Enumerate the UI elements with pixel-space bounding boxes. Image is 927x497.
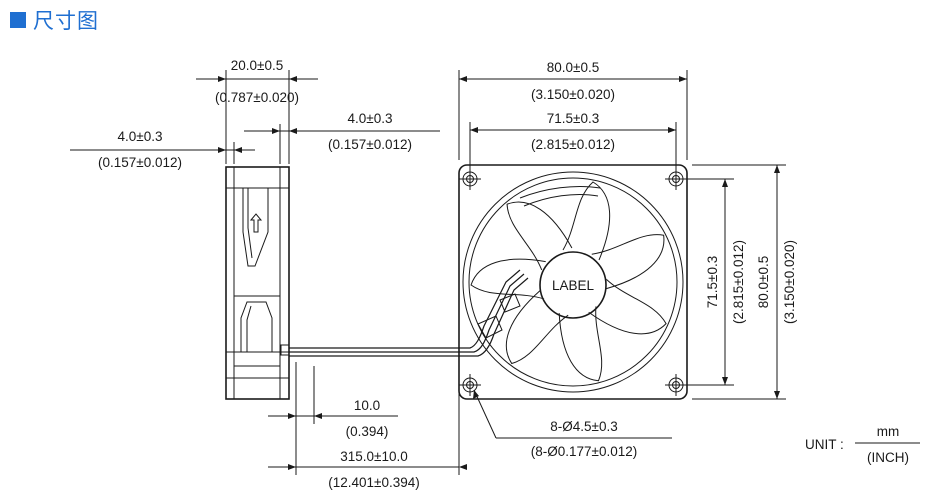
hole-pitch-height-dim-value: 71.5±0.3 xyxy=(705,256,720,308)
hole-pitch-width-dimension: 71.5±0.3 (2.815±0.012) xyxy=(469,111,677,168)
left-flange-dim-value: 4.0±0.3 xyxy=(118,129,163,144)
hole-pitch-height-dim-inch: (2.815±0.012) xyxy=(731,240,746,324)
overall-height-dimension: 80.0±0.5 (3.150±0.020) xyxy=(692,164,797,400)
lead-length-dim-value: 315.0±10.0 xyxy=(340,449,407,464)
fan-frame xyxy=(458,164,688,400)
overall-height-dim-inch: (3.150±0.020) xyxy=(782,240,797,324)
side-view: 20.0±0.5 (0.787±0.020) 4.0±0.3 (0.157±0.… xyxy=(70,58,467,490)
overall-height-dim-value: 80.0±0.5 xyxy=(756,256,771,308)
front-view: LABEL 80.0±0.5 (3.150±0.020) xyxy=(458,60,797,459)
side-wire-leads xyxy=(289,347,459,357)
unit-secondary: (INCH) xyxy=(867,450,909,465)
wire-offset-dimension: 10.0 (0.394) xyxy=(268,362,398,475)
impeller-blades xyxy=(470,181,667,382)
mounting-hole-icon xyxy=(665,374,687,396)
side-view-body xyxy=(225,166,290,400)
wire-offset-dim-value: 10.0 xyxy=(354,398,380,413)
airflow-arrow-icon xyxy=(249,213,263,233)
right-flange-dim-value: 4.0±0.3 xyxy=(348,111,393,126)
overall-width-dimension: 80.0±0.5 (3.150±0.020) xyxy=(458,60,688,160)
left-flange-dimension: 4.0±0.3 (0.157±0.012) xyxy=(70,129,255,170)
hole-dim-value: 8-Ø4.5±0.3 xyxy=(550,419,617,434)
mounting-hole-icon xyxy=(459,374,481,396)
width-dimension: 20.0±0.5 (0.787±0.020) xyxy=(196,58,318,164)
overall-width-dim-inch: (3.150±0.020) xyxy=(531,87,615,102)
section-header: 尺寸图 xyxy=(10,5,99,35)
unit-prefix: UNIT : xyxy=(805,437,844,452)
fan-hub: LABEL xyxy=(539,251,607,319)
hole-pitch-width-dim-value: 71.5±0.3 xyxy=(547,111,599,126)
front-wire-routing xyxy=(459,269,529,357)
unit-legend: UNIT : mm (INCH) xyxy=(805,424,920,465)
section-title: 尺寸图 xyxy=(33,9,99,33)
mounting-hole-icon xyxy=(459,168,481,190)
right-flange-dimension: 4.0±0.3 (0.157±0.012) xyxy=(244,111,440,164)
hole-pitch-width-dim-inch: (2.815±0.012) xyxy=(531,137,615,152)
lead-length-dim-inch: (12.401±0.394) xyxy=(328,475,419,490)
hole-pitch-height-dimension: 71.5±0.3 (2.815±0.012) xyxy=(684,178,746,386)
lead-length-dimension: 315.0±10.0 (12.401±0.394) xyxy=(268,360,467,490)
left-flange-dim-inch: (0.157±0.012) xyxy=(98,155,182,170)
unit-primary: mm xyxy=(877,424,900,439)
width-dim-value: 20.0±0.5 xyxy=(231,58,283,73)
hub-label: LABEL xyxy=(552,278,595,293)
overall-width-dim-value: 80.0±0.5 xyxy=(547,60,599,75)
mounting-hole-icon xyxy=(665,168,687,190)
width-dim-inch: (0.787±0.020) xyxy=(215,90,299,105)
right-flange-dim-inch: (0.157±0.012) xyxy=(328,137,412,152)
header-square-icon xyxy=(10,12,26,28)
hole-dimension-leader: 8-Ø4.5±0.3 (8-Ø0.177±0.012) xyxy=(473,389,672,459)
wire-offset-dim-inch: (0.394) xyxy=(346,424,389,439)
hole-dim-inch: (8-Ø0.177±0.012) xyxy=(531,444,637,459)
mounting-holes xyxy=(459,168,687,396)
